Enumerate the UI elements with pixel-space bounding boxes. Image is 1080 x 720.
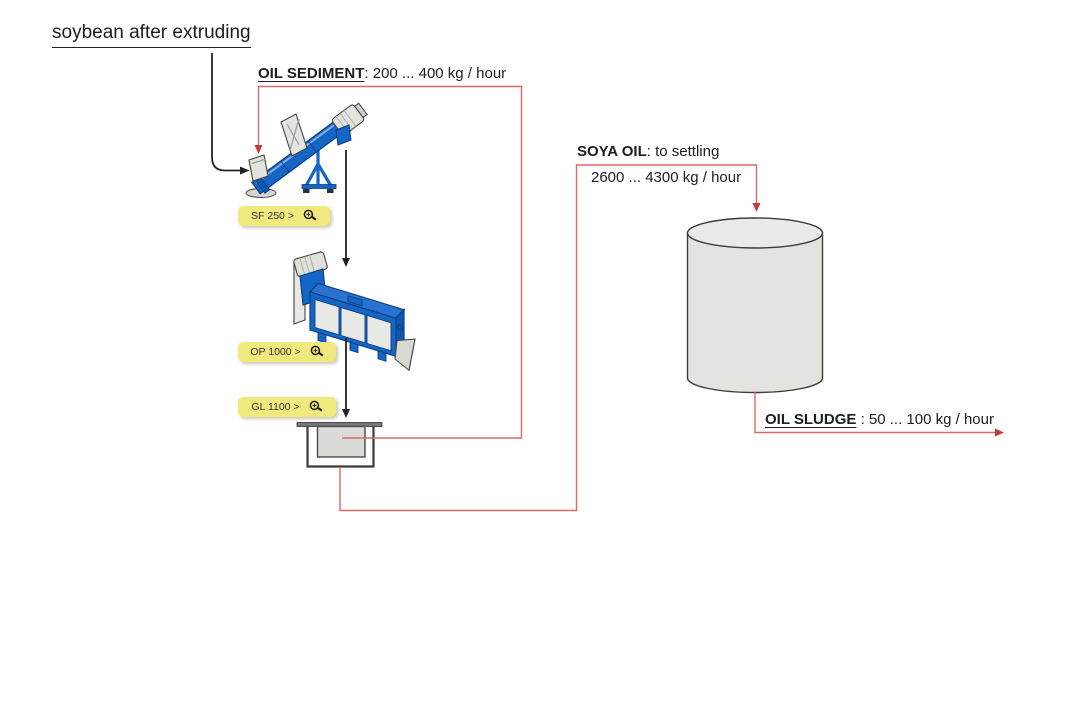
oil-sediment-rate: : 200 ... 400 kg / hour <box>364 65 507 82</box>
arrow-right-icon <box>995 428 1004 437</box>
oil-sediment-flow-line <box>254 85 523 439</box>
arrow-down-icon <box>342 258 350 267</box>
equipment-link-label: GL 1100 > <box>251 401 300 413</box>
equipment-link-label: OP 1000 > <box>250 346 301 358</box>
magnifier-zoom-icon <box>310 345 324 357</box>
arrow-down-icon <box>752 203 761 212</box>
equipment-link-label: SF 250 > <box>251 210 294 222</box>
input-stream-line <box>211 53 250 175</box>
oil-sludge-flow-line <box>754 392 1004 437</box>
soya-oil-rate: 2600 ... 4300 kg / hour <box>591 169 742 186</box>
oil-press-illustration <box>293 251 416 372</box>
soya-oil-name: SOYA OIL <box>577 143 647 160</box>
settling-tank-illustration <box>686 217 824 394</box>
soya-oil-flow-line <box>339 164 761 512</box>
conveyor-to-press-line <box>342 150 350 267</box>
oil-sludge-stream-label: OIL SLUDGE : 50 ... 100 kg / hour <box>765 411 994 428</box>
magnifier-zoom-icon <box>303 209 317 221</box>
magnifier-zoom-icon <box>309 400 322 412</box>
equipment-link-op1000[interactable]: OP 1000 > <box>238 342 336 362</box>
arrow-right-icon <box>240 166 250 175</box>
arrow-down-icon <box>342 409 350 418</box>
screw-conveyor-illustration <box>245 102 368 198</box>
soya-oil-stream-label: SOYA OIL: to settling <box>577 143 719 160</box>
oil-sediment-stream-label: OIL SEDIMENT: 200 ... 400 kg / hour <box>258 65 506 82</box>
soya-oil-destination: : to settling <box>646 143 720 160</box>
source-stream-label: soybean after extruding <box>52 22 251 48</box>
oil-sludge-name: OIL SLUDGE <box>765 411 857 428</box>
oil-sediment-name: OIL SEDIMENT <box>258 65 365 82</box>
equipment-link-gl1100[interactable]: GL 1100 > <box>238 397 336 417</box>
press-to-tray-line <box>342 338 350 418</box>
collection-tray-illustration <box>296 422 383 468</box>
arrow-down-icon <box>254 145 263 154</box>
oil-sludge-rate: : 50 ... 100 kg / hour <box>856 411 994 428</box>
equipment-link-sf250[interactable]: SF 250 > <box>238 206 330 226</box>
